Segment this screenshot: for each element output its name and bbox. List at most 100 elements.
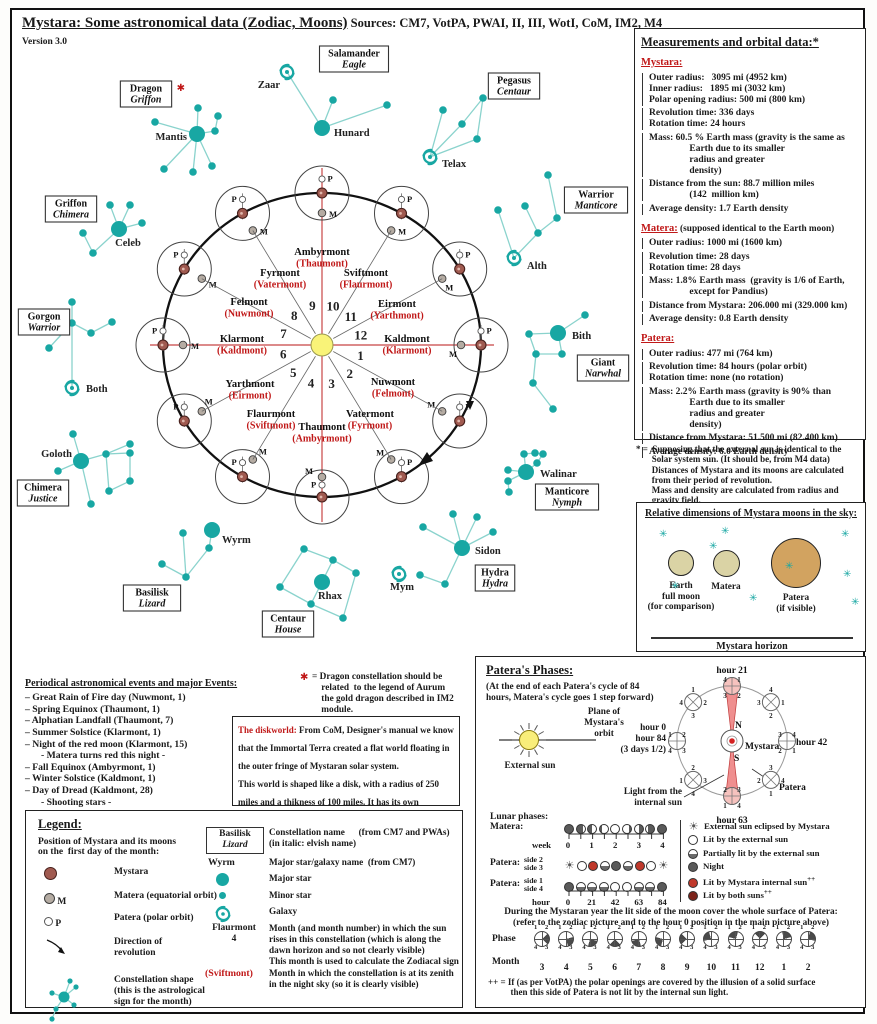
- quadrant-digit: 4: [737, 802, 741, 810]
- minor-star: [205, 544, 213, 552]
- hour-label: hour: [532, 897, 551, 907]
- quadrant-digit: 1: [703, 924, 707, 931]
- month-position-eirmont: MP: [432, 241, 488, 297]
- month-name-label: Kaldmont: [384, 334, 430, 345]
- section-head-Mystara: Mystara:: [639, 52, 861, 70]
- matera-row-label: Matera:: [490, 822, 524, 832]
- month-number: 8: [291, 308, 298, 323]
- phase-icon-partial: [633, 882, 644, 893]
- hour-tick: 0: [565, 897, 571, 907]
- phase-key-row: Lit by both suns++: [688, 888, 772, 901]
- minor-star: [529, 379, 537, 387]
- matera-marker-label: M: [329, 209, 337, 219]
- quadrant-digit: 3: [757, 699, 761, 707]
- teal-star-icon: ✳: [841, 529, 850, 540]
- minor-star: [54, 467, 62, 475]
- line: [538, 745, 544, 749]
- mystara-marker-highlight: [478, 343, 482, 347]
- sample-box-elvish: Lizard: [222, 840, 248, 851]
- constellation-line: [303, 548, 334, 561]
- constellation-line: [497, 209, 515, 259]
- quadrant-digit: 1: [606, 924, 610, 931]
- minor-star: [182, 573, 190, 581]
- quadrant-digit: 1: [654, 924, 659, 931]
- constellation-name: Manticore: [545, 487, 590, 498]
- sample-box-name: Basilisk: [219, 829, 251, 839]
- constellation-line: [185, 547, 210, 578]
- line: [764, 773, 778, 787]
- month-zenith-label: (Fyrmont): [348, 421, 392, 432]
- month-position-vatermont: MP: [374, 448, 429, 505]
- body-name: Matera:: [641, 222, 678, 234]
- patera-marker: [397, 195, 406, 203]
- major-star: [518, 464, 534, 480]
- month-circle: [374, 449, 429, 505]
- major-star: [73, 453, 89, 469]
- patera-marker: [318, 481, 326, 489]
- patera-phase-row: [564, 878, 668, 896]
- patera-marker-label: P: [487, 326, 492, 336]
- minor-star: [520, 450, 528, 458]
- event-subitem: - Shooting stars -: [41, 796, 112, 808]
- line: [534, 725, 538, 731]
- month-circle: [432, 393, 488, 449]
- month-circle: [215, 185, 270, 241]
- mystara-marker-highlight: [181, 419, 185, 423]
- constellation-line: [547, 174, 558, 219]
- minor-star: [504, 477, 512, 485]
- constellation-line: [105, 453, 110, 492]
- week-tick: 4: [660, 840, 665, 850]
- stat-group: Average density: 6.0 Earth density: [642, 446, 861, 458]
- phase-icon-internal: [634, 861, 645, 872]
- quadrant-digit: 4: [654, 944, 659, 951]
- constellation-name-box: [318, 45, 390, 73]
- month-circle: [294, 165, 350, 221]
- path: [64, 381, 80, 397]
- star-name-label: Alth: [527, 261, 547, 272]
- hour-tick: 21: [587, 897, 596, 907]
- constellation-line: [332, 559, 357, 574]
- circle: [428, 155, 432, 159]
- constellation-mym: Mym: [390, 565, 414, 593]
- line: [538, 731, 544, 735]
- stat-group: Distance from the sun: 88.7 million mile…: [642, 179, 861, 202]
- constellation-line: [524, 205, 539, 234]
- legend-intro: Position of Mystara and its moons on the…: [38, 837, 177, 857]
- month-number: 7: [280, 326, 287, 341]
- quadrant-digit: 3: [738, 944, 742, 951]
- teal-star-icon: ✳: [671, 581, 680, 592]
- constellation-elvish-name: Lizard: [138, 599, 167, 610]
- phase-icon-lit: [576, 861, 587, 872]
- month-zenith-label: (Yarthmont): [370, 311, 423, 322]
- quadrant-digit: 1: [737, 676, 741, 684]
- quadrant-digit: 2: [690, 924, 694, 931]
- plusplus-marker: ++: [807, 874, 816, 883]
- constellation-name: Griffon: [55, 199, 88, 210]
- circle: [70, 386, 74, 390]
- quadrant-digit: 3: [665, 944, 670, 951]
- line: [514, 745, 520, 749]
- patera-marker-label: P: [173, 402, 178, 412]
- quadrant-digit: 1: [558, 924, 562, 931]
- minor-star: [449, 510, 457, 518]
- patera-marker-label: P: [407, 194, 412, 204]
- constellation-name-box: [474, 564, 516, 592]
- minor-star: [158, 560, 166, 568]
- constellation-line: [286, 71, 323, 129]
- phase-icon-night: [611, 861, 622, 872]
- stat-group: Average density: 1.7 Earth density: [642, 203, 861, 215]
- line: [534, 749, 538, 755]
- constellation-elvish-name: Chimera: [53, 210, 89, 221]
- constellation-elvish-name: Nymph: [551, 498, 582, 509]
- matera-marker-label: M: [305, 466, 313, 476]
- matera-marker-label: M: [205, 396, 213, 406]
- minor-star: [276, 583, 284, 591]
- quadrant-digit: 2: [738, 924, 742, 931]
